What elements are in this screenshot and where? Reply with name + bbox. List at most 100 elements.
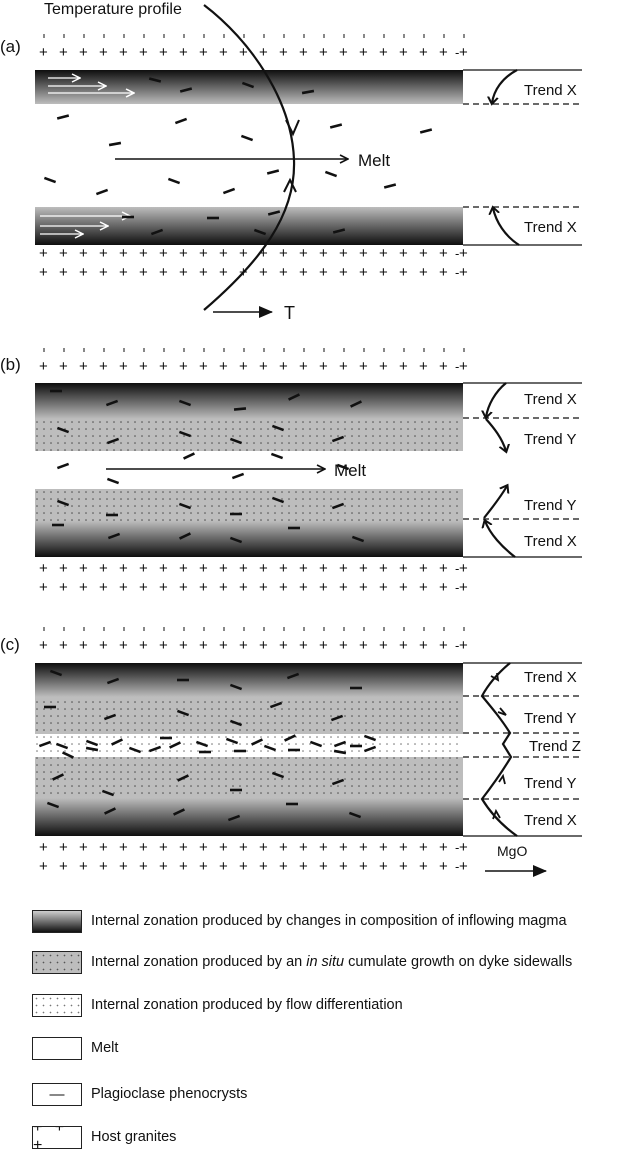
svg-text:+: + — [79, 44, 88, 61]
svg-text:+: + — [119, 245, 128, 262]
inflow-zone-upper — [35, 663, 463, 697]
svg-text:+: + — [359, 839, 368, 856]
svg-text:+: + — [199, 839, 208, 856]
svg-text:+: + — [359, 560, 368, 577]
svg-text:+: + — [339, 44, 348, 61]
svg-text:+: + — [139, 44, 148, 61]
panel-c-label: (c) — [0, 635, 20, 654]
cumulate-zone-lower — [35, 489, 463, 521]
svg-text:+: + — [99, 858, 108, 875]
svg-text:+: + — [419, 358, 428, 375]
host-granite-lower: ++++++++++++++++++++++-+++++++++++++++++… — [39, 560, 468, 596]
svg-text:+: + — [459, 858, 468, 875]
svg-text:+: + — [119, 839, 128, 856]
svg-text:+: + — [419, 579, 428, 596]
svg-text:+: + — [59, 264, 68, 281]
svg-text:+: + — [439, 245, 448, 262]
host-granite-upper: ++++++++++++++++++++++- — [39, 627, 468, 654]
legend-item-in-situ-cumulate: Internal zonation produced by an in situ… — [32, 949, 572, 975]
svg-text:+: + — [459, 637, 468, 654]
svg-text:+: + — [379, 264, 388, 281]
svg-text:+: + — [119, 358, 128, 375]
melt-swatch-icon — [32, 1036, 82, 1060]
svg-text:+: + — [279, 839, 288, 856]
svg-text:+: + — [419, 264, 428, 281]
svg-text:+: + — [159, 579, 168, 596]
svg-text:+: + — [159, 264, 168, 281]
svg-text:+: + — [219, 858, 228, 875]
svg-text:+: + — [319, 560, 328, 577]
inflow-zone-lower — [35, 798, 463, 836]
svg-text:+: + — [339, 858, 348, 875]
svg-text:+: + — [279, 858, 288, 875]
svg-text:+: + — [179, 264, 188, 281]
svg-text:+: + — [219, 560, 228, 577]
temperature-arrow-up-icon — [283, 177, 297, 193]
svg-text:+: + — [339, 839, 348, 856]
svg-text:+: + — [419, 858, 428, 875]
svg-text:+: + — [319, 44, 328, 61]
svg-text:+: + — [399, 637, 408, 654]
mgo-axis-label: MgO — [497, 843, 527, 859]
svg-text:+: + — [119, 44, 128, 61]
svg-text:+: + — [159, 637, 168, 654]
svg-text:+: + — [379, 44, 388, 61]
svg-text:+: + — [219, 358, 228, 375]
flow-arrows-lower — [40, 216, 130, 234]
svg-text:+: + — [159, 560, 168, 577]
svg-text:+: + — [319, 637, 328, 654]
svg-text:+: + — [239, 358, 248, 375]
svg-text:+: + — [279, 560, 288, 577]
svg-text:+: + — [79, 560, 88, 577]
svg-text:+: + — [439, 560, 448, 577]
svg-text:+: + — [379, 579, 388, 596]
cumulate-zone-upper — [35, 697, 463, 734]
svg-text:+: + — [219, 579, 228, 596]
trend-label: Trend X — [524, 812, 577, 829]
trend-label: Trend Y — [524, 775, 577, 792]
svg-text:+: + — [199, 560, 208, 577]
svg-text:+: + — [279, 637, 288, 654]
svg-text:+: + — [59, 560, 68, 577]
svg-text:+: + — [419, 245, 428, 262]
svg-text:-: - — [455, 580, 459, 595]
svg-text:+: + — [399, 560, 408, 577]
inflow-zone-upper — [35, 383, 463, 419]
legend-text: Melt — [91, 1040, 119, 1056]
inflow-zone-lower — [35, 521, 463, 557]
svg-text:+: + — [379, 358, 388, 375]
svg-text:+: + — [39, 44, 48, 61]
svg-text:+: + — [359, 858, 368, 875]
flow-arrows-upper — [48, 78, 134, 93]
svg-text:+: + — [359, 358, 368, 375]
flow-differentiation-swatch-icon — [32, 993, 82, 1017]
svg-text:+: + — [219, 637, 228, 654]
temperature-arrow-down-icon — [285, 119, 300, 137]
svg-text:+: + — [259, 264, 268, 281]
svg-text:+: + — [399, 44, 408, 61]
svg-text:+: + — [259, 579, 268, 596]
panel-a-label: (a) — [0, 37, 21, 56]
legend-text: cumulate growth on dyke sidewalls — [344, 954, 573, 970]
svg-text:+: + — [299, 358, 308, 375]
svg-text:+: + — [199, 637, 208, 654]
svg-text:+: + — [279, 579, 288, 596]
svg-text:+: + — [319, 579, 328, 596]
svg-text:+: + — [199, 264, 208, 281]
svg-text:+: + — [459, 245, 468, 262]
svg-text:+: + — [99, 637, 108, 654]
svg-text:+: + — [239, 44, 248, 61]
svg-text:+: + — [299, 44, 308, 61]
svg-text:+: + — [459, 579, 468, 596]
trend-graph-b — [463, 382, 582, 558]
svg-text:+: + — [179, 858, 188, 875]
svg-text:+: + — [259, 245, 268, 262]
svg-text:+: + — [459, 358, 468, 375]
melt-label: Melt — [334, 461, 366, 480]
svg-text:+: + — [279, 358, 288, 375]
host-granite-upper: ++++++++++++++++++++++- — [39, 34, 468, 61]
svg-text:+: + — [139, 358, 148, 375]
svg-text:+: + — [59, 839, 68, 856]
svg-text:+: + — [119, 560, 128, 577]
svg-text:+: + — [159, 245, 168, 262]
